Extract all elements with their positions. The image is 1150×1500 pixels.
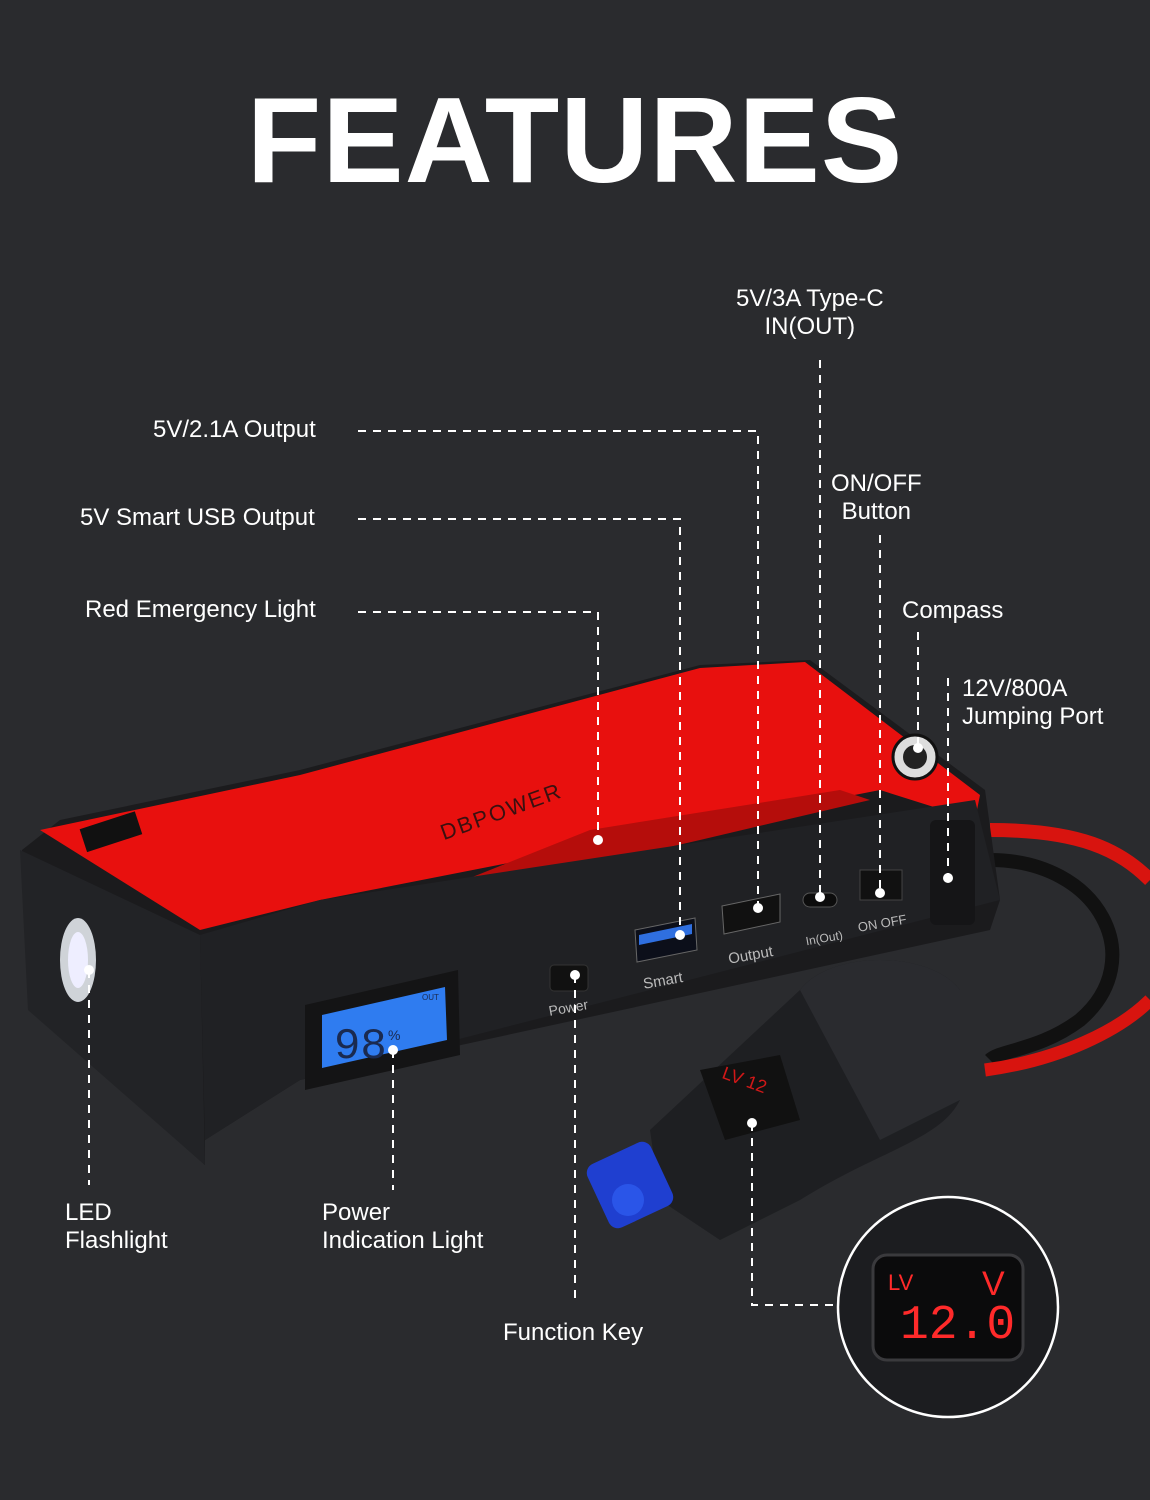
label-line: Power [322,1199,391,1226]
label-power-indication: Power Indication Light [322,1199,483,1255]
red-top-shell [40,662,980,930]
black-cable [985,853,1120,1066]
output-usb-port[interactable] [721,893,781,935]
label-output-21a: 5V/2.1A Output [153,416,316,443]
label-line: Jumping Port [962,703,1104,730]
power-label: Power [547,996,589,1019]
function-key-button[interactable] [549,964,589,992]
jumping-port [930,820,975,925]
page-title: FEATURES [246,72,904,208]
lcd-out: OUT [422,993,439,1002]
label-smart-usb: 5V Smart USB Output [80,504,315,531]
red-cable [989,823,1150,885]
lcd-unit: % [388,1027,400,1043]
label-line: Flashlight [65,1227,168,1254]
label-on-off: ON/OFF Button [831,470,922,526]
label-line: 5V/3A Type-C [736,285,884,312]
in-out-label: In(Out) [805,928,844,948]
red-cable-2 [984,995,1150,1077]
label-type-c: 5V/3A Type-C IN(OUT) [736,285,884,341]
clamp-display-inset: LV V 12.0 [836,1195,1060,1419]
power-indication-lcd [322,987,447,1068]
display-unit: V [982,1265,1005,1303]
label-line: 12V/800A [962,675,1068,702]
label-compass: Compass [902,597,1004,624]
smart-clamp-connector: LV 12 [586,960,960,1240]
label-jump-port: 12V/800A Jumping Port [962,675,1103,731]
label-flashlight: LED Flashlight [65,1199,168,1255]
label-line: ON/OFF [831,470,922,497]
callout-dots [84,743,953,1128]
callout-lines [88,360,949,1306]
jump-starter-device: DBPOWER 98 % OUT Power Smart Output In(O… [20,660,1000,1165]
label-red-light: Red Emergency Light [85,596,316,623]
label-line: LED [65,1199,112,1226]
label-function-key: Function Key [503,1319,644,1346]
lcd-percent: 98 [334,1022,387,1072]
label-line: IN(OUT) [764,313,856,340]
label-line: Button [841,498,912,525]
smart-label: Smart [642,969,685,993]
label-line: Indication Light [322,1227,484,1254]
display-voltage: 12.0 [900,1299,1015,1353]
display-mode: LV [888,1270,914,1295]
